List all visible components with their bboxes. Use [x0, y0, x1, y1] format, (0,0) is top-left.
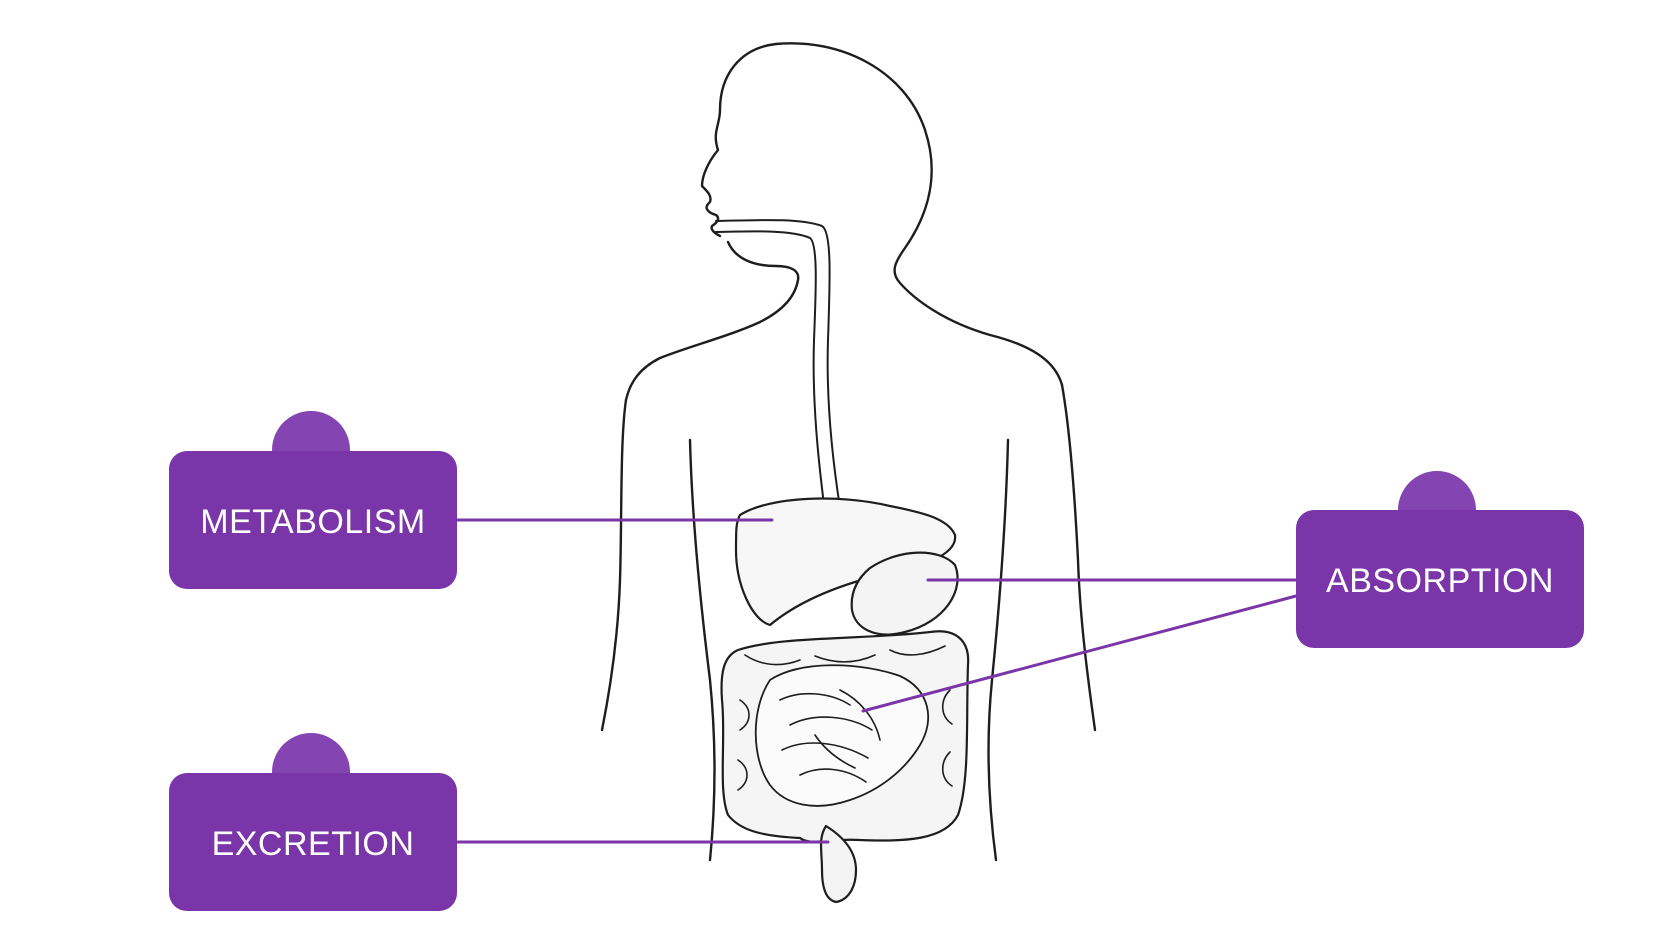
chin-neck [624, 240, 800, 402]
rectum [819, 824, 858, 904]
right-arm-outline [1060, 383, 1097, 732]
excretion-label: EXCRETION [169, 773, 457, 911]
absorption-label: ABSORPTION [1296, 510, 1584, 648]
metabolism-label-text: METABOLISM [200, 502, 426, 541]
stomach [850, 551, 959, 636]
head-outline [774, 42, 1064, 387]
left-arm-outline [600, 398, 628, 732]
esophagus [715, 219, 843, 521]
excretion-label-text: EXCRETION [211, 824, 415, 863]
absorption-leader-line-intestine [861, 594, 1298, 713]
small-intestine [754, 664, 929, 807]
left-torso-outline [688, 438, 716, 862]
absorption-label-text: ABSORPTION [1326, 561, 1554, 600]
right-torso-outline [987, 438, 1010, 862]
metabolism-label: METABOLISM [169, 451, 457, 589]
esophagus-inner [715, 230, 827, 521]
face-profile [700, 42, 778, 238]
